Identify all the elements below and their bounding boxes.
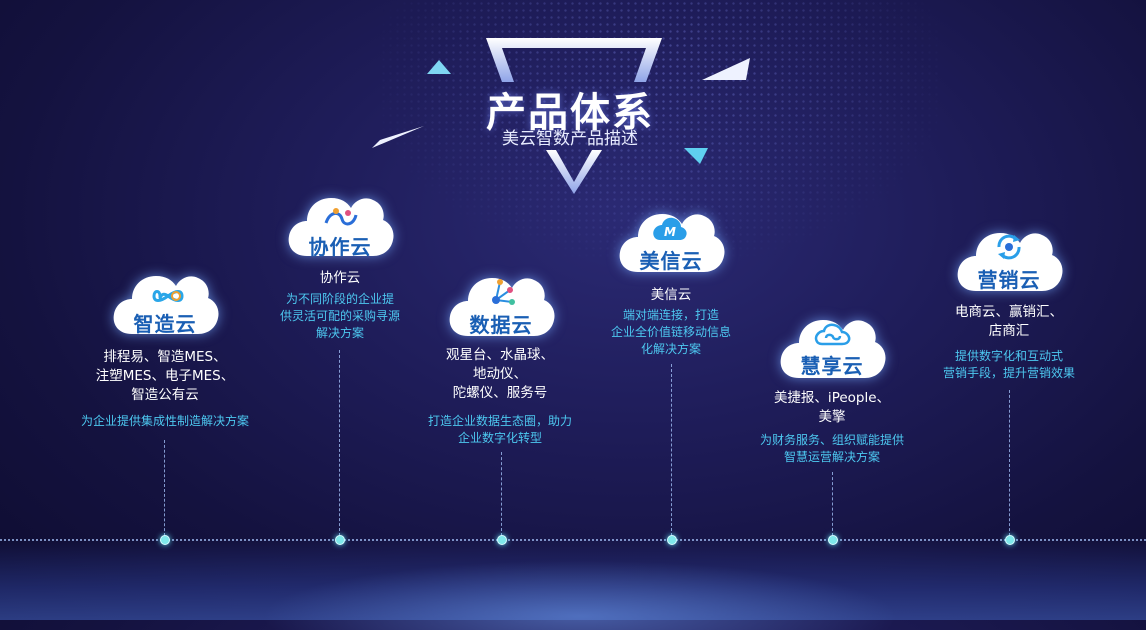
- coin-arrows-icon: [997, 234, 1021, 260]
- cloud-name: 智造云: [133, 312, 197, 336]
- top-triangle-decoration: [486, 38, 662, 82]
- product-item-line: 美捷报、iPeople、: [773, 390, 891, 406]
- page-subtitle: 美云智数产品描述: [502, 129, 638, 149]
- cloud-name: 慧享云: [800, 354, 864, 378]
- product-item-line: 协作云: [319, 270, 361, 286]
- product-items: 美捷报、iPeople、 美擎: [742, 389, 922, 427]
- connector-line: [501, 452, 502, 536]
- timeline-dot: [1005, 535, 1015, 545]
- description-line: 为企业提供集成性制造解决方案: [80, 414, 249, 428]
- product-items: 观星台、水晶球、 地动仪、 陀螺仪、服务号: [410, 346, 590, 403]
- background-floor: [0, 540, 1146, 620]
- product-item-line: 注塑MES、电子MES、: [95, 368, 235, 384]
- connector-line: [1009, 390, 1010, 536]
- product-item-line: 观星台、水晶球、: [446, 347, 554, 363]
- paper-plane-decoration: [702, 58, 750, 80]
- description-line: 端对端连接，打造: [622, 308, 719, 322]
- background-floor-glow: [260, 560, 900, 630]
- description-line: 企业数字化转型: [457, 431, 542, 445]
- cloud-name: 数据云: [469, 313, 533, 337]
- timeline-dot: [667, 535, 677, 545]
- paper-plane-decoration: [427, 60, 451, 74]
- product-item-line: 店商汇: [988, 323, 1030, 339]
- connector-line: [339, 350, 340, 536]
- product-description: 为财务服务、组织赋能提供 智慧运营解决方案: [737, 432, 927, 466]
- product-description: 端对端连接，打造 企业全价值链移动信息 化解决方案: [591, 307, 751, 358]
- timeline-line: [0, 539, 1146, 541]
- product-items: 协作云: [280, 266, 400, 286]
- description-line: 解决方案: [315, 326, 364, 340]
- description-line: 为财务服务、组织赋能提供: [759, 433, 904, 447]
- product-item-line: 美擎: [818, 409, 846, 425]
- connector-line: [832, 472, 833, 536]
- description-line: 化解决方案: [640, 342, 701, 356]
- product-description: 为不同阶段的企业提 供灵活可配的采购寻源 解决方案: [260, 291, 420, 342]
- page-title: 产品体系: [486, 90, 654, 136]
- product-item-line: 陀螺仪、服务号: [452, 385, 548, 401]
- infinity-gear-icon: [152, 290, 184, 302]
- timeline-dot: [828, 535, 838, 545]
- cloud-name: 协作云: [308, 235, 372, 259]
- product-item-line: 电商云、赢销汇、: [955, 304, 1063, 320]
- description-line: 智慧运营解决方案: [783, 450, 880, 464]
- header: 产品体系 美云智数产品描述: [420, 30, 720, 200]
- product-items: 电商云、赢销汇、 店商汇: [924, 303, 1094, 341]
- cloud-name: 营销云: [977, 268, 1041, 292]
- connector-line: [164, 440, 165, 536]
- product-item-line: 美信云: [650, 287, 692, 303]
- people-loop-icon: [324, 208, 358, 226]
- description-line: 供灵活可配的采购寻源: [279, 309, 400, 323]
- description-line: 打造企业数据生态圈，助力: [427, 414, 572, 428]
- data-network-icon: [492, 279, 515, 305]
- connector-line: [671, 364, 672, 536]
- product-item-line: 地动仪、: [473, 366, 527, 382]
- timeline-dot: [335, 535, 345, 545]
- product-item-line: 排程易、智造MES、: [103, 349, 227, 365]
- product-description: 提供数字化和互动式 营销手段，提升营销效果: [914, 348, 1104, 382]
- paper-plane-decoration: [372, 126, 424, 148]
- svg-text:M: M: [664, 225, 676, 239]
- m-cloud-icon: M: [653, 217, 687, 240]
- description-line: 提供数字化和互动式: [954, 349, 1063, 363]
- cloud-name: 美信云: [639, 249, 703, 273]
- link-cloud-icon: [814, 323, 851, 346]
- product-description: 为企业提供集成性制造解决方案: [50, 413, 280, 430]
- paper-plane-decoration: [684, 148, 708, 164]
- product-item-line: 智造公有云: [131, 387, 199, 403]
- timeline-dot: [160, 535, 170, 545]
- description-line: 为不同阶段的企业提: [285, 292, 394, 306]
- timeline-dot: [497, 535, 507, 545]
- bottom-chevron-decoration: [546, 150, 602, 194]
- description-line: 营销手段，提升营销效果: [942, 366, 1075, 380]
- product-items: 美信云: [611, 283, 731, 303]
- product-description: 打造企业数据生态圈，助力 企业数字化转型: [405, 413, 595, 447]
- description-line: 企业全价值链移动信息: [610, 325, 731, 339]
- product-items: 排程易、智造MES、 注塑MES、电子MES、 智造公有云: [60, 348, 270, 405]
